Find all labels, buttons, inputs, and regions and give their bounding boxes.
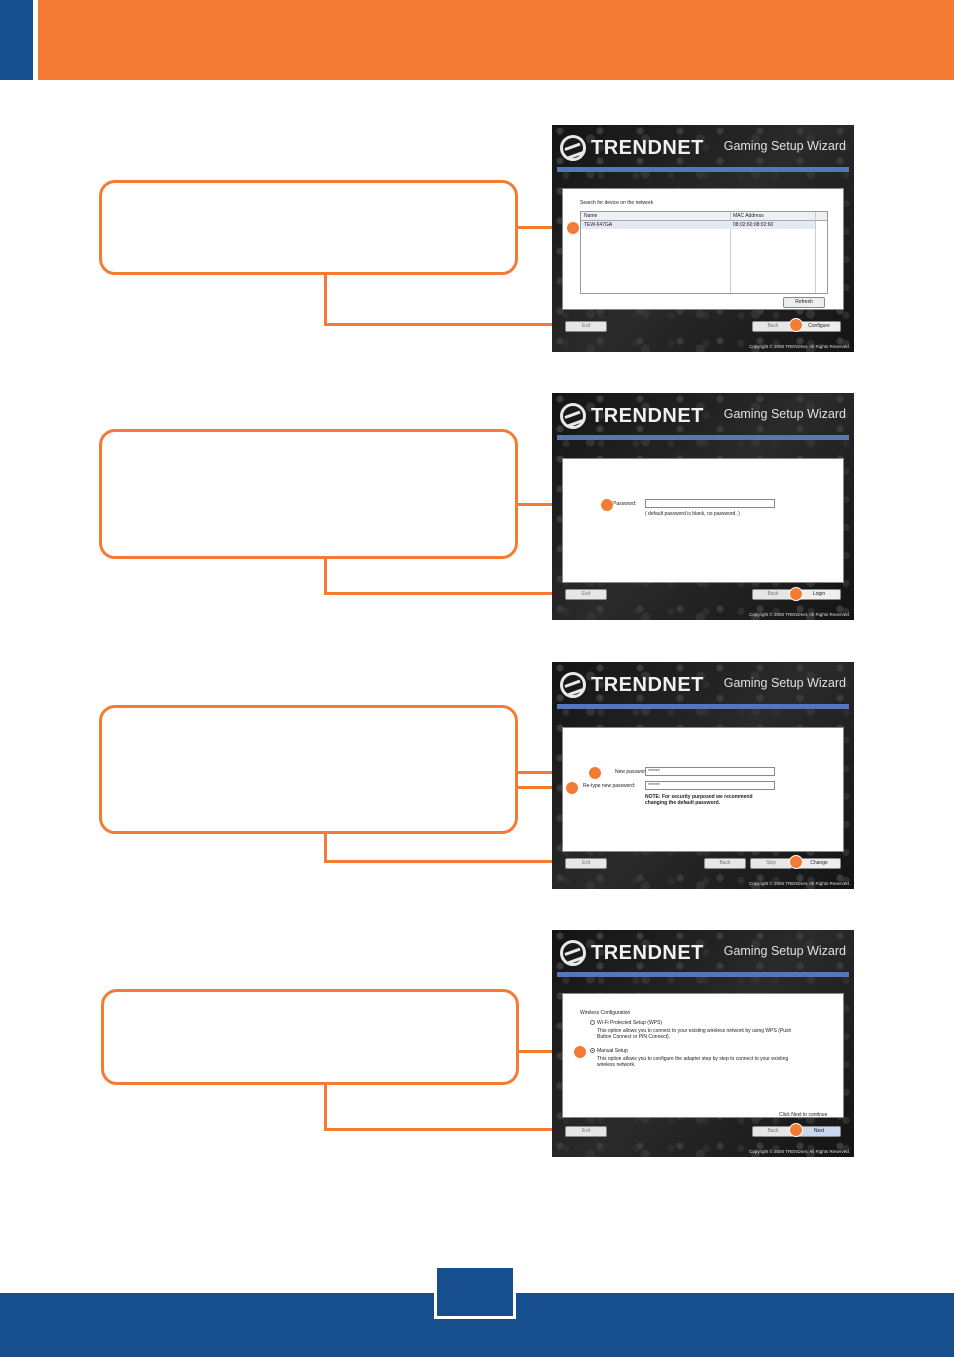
callout-step4 bbox=[101, 989, 519, 1085]
content-panel: Password: ( default password is blank, n… bbox=[562, 458, 844, 583]
wizard-title: Gaming Setup Wizard bbox=[723, 676, 846, 690]
column-divider bbox=[730, 212, 731, 293]
content-panel: New password: ****** Re-type new passwor… bbox=[562, 727, 844, 852]
trendnet-logo: TRENDNET bbox=[560, 133, 704, 163]
search-label: Search for device on the network bbox=[580, 200, 654, 206]
logo-text: TRENDNET bbox=[591, 404, 704, 427]
new-password-label: New password: bbox=[615, 769, 650, 775]
title-divider bbox=[557, 167, 849, 172]
callout-step2 bbox=[99, 429, 518, 559]
exit-button[interactable]: Exit bbox=[565, 858, 607, 869]
next-button[interactable]: Next bbox=[797, 1126, 841, 1137]
device-mac-cell: 08:02:60:08:02:60 bbox=[733, 222, 774, 228]
callout-marker bbox=[789, 1123, 803, 1137]
exit-button[interactable]: Exit bbox=[565, 589, 607, 600]
callout-step3 bbox=[99, 705, 518, 834]
screenshot-login: TRENDNET Gaming Setup Wizard Password: (… bbox=[552, 393, 854, 620]
section-title: Wireless Configuration bbox=[580, 1010, 631, 1016]
trendnet-logo: TRENDNET bbox=[560, 938, 704, 968]
callout-marker bbox=[566, 221, 580, 235]
password-hint: ( default password is blank, no password… bbox=[645, 511, 740, 517]
callout-marker bbox=[588, 766, 602, 780]
callout-marker bbox=[789, 587, 803, 601]
connector-line bbox=[518, 226, 572, 229]
exit-button[interactable]: Exit bbox=[565, 1126, 607, 1137]
login-button[interactable]: Login bbox=[797, 589, 841, 600]
column-divider bbox=[815, 212, 816, 293]
exit-button[interactable]: Exit bbox=[565, 321, 607, 332]
column-mac-header[interactable]: MAC Address bbox=[733, 213, 764, 219]
change-button[interactable]: Change bbox=[797, 858, 841, 869]
logo-text: TRENDNET bbox=[591, 673, 704, 696]
title-divider bbox=[557, 972, 849, 977]
trendnet-logo-icon bbox=[560, 135, 586, 161]
header-banner bbox=[38, 0, 954, 80]
logo-text: TRENDNET bbox=[591, 941, 704, 964]
new-password-field[interactable]: ****** bbox=[645, 767, 775, 776]
connector-line bbox=[324, 275, 327, 326]
trendnet-logo: TRENDNET bbox=[560, 401, 704, 431]
copyright-text: Copyright © 2008 TRENDnet. All Rights Re… bbox=[748, 1149, 850, 1154]
password-label: Password: bbox=[613, 501, 637, 507]
connector-line bbox=[324, 1085, 327, 1130]
trendnet-logo-icon bbox=[560, 403, 586, 429]
wizard-title: Gaming Setup Wizard bbox=[723, 139, 846, 153]
copyright-text: Copyright © 2008 TRENDnet. All Rights Re… bbox=[748, 344, 850, 349]
content-panel: Wireless Configuration Wi-Fi Protected S… bbox=[562, 993, 844, 1118]
security-note: NOTE: For security purposed we recommend bbox=[645, 794, 753, 800]
connector-line bbox=[519, 1050, 579, 1053]
trendnet-logo-icon bbox=[560, 940, 586, 966]
wps-description: Button Connect or PIN Connect). bbox=[597, 1034, 671, 1040]
manual-setup-radio[interactable] bbox=[590, 1048, 595, 1053]
back-button[interactable]: Back bbox=[752, 321, 794, 332]
callout-marker bbox=[789, 318, 803, 332]
security-note: changing the default password. bbox=[645, 800, 721, 806]
back-button[interactable]: Back bbox=[752, 1126, 794, 1137]
screenshot-wireless-config: TRENDNET Gaming Setup Wizard Wireless Co… bbox=[552, 930, 854, 1157]
content-panel: Search for device on the network Name MA… bbox=[562, 188, 844, 310]
page-number-box bbox=[434, 1265, 516, 1319]
device-table[interactable]: Name MAC Address TEW-647GA 08:02:60:08:0… bbox=[580, 211, 828, 294]
retype-password-field[interactable]: ****** bbox=[645, 781, 775, 790]
refresh-button[interactable]: Refresh bbox=[783, 297, 825, 308]
wizard-title: Gaming Setup Wizard bbox=[723, 944, 846, 958]
wps-option-label: Wi-Fi Protected Setup (WPS) bbox=[597, 1020, 663, 1026]
screenshot-change-password: TRENDNET Gaming Setup Wizard New passwor… bbox=[552, 662, 854, 889]
screenshot-device-search: TRENDNET Gaming Setup Wizard Search for … bbox=[552, 125, 854, 352]
wizard-title: Gaming Setup Wizard bbox=[723, 407, 846, 421]
column-name-header[interactable]: Name bbox=[584, 213, 598, 219]
manual-description: This option allows you to configure the … bbox=[597, 1056, 789, 1062]
configure-button[interactable]: Configure bbox=[797, 321, 841, 332]
table-header: Name MAC Address bbox=[581, 212, 827, 221]
trendnet-logo-icon bbox=[560, 672, 586, 698]
continue-hint: Click Next to continue bbox=[779, 1112, 828, 1118]
connector-line bbox=[518, 786, 570, 789]
connector-line bbox=[324, 559, 327, 595]
callout-marker bbox=[573, 1045, 587, 1059]
back-button[interactable]: Back bbox=[704, 858, 746, 869]
trendnet-logo: TRENDNET bbox=[560, 670, 704, 700]
callout-step1 bbox=[99, 180, 518, 275]
connector-line bbox=[324, 834, 327, 862]
header-accent-bar bbox=[0, 0, 33, 80]
skip-button[interactable]: Skip bbox=[750, 858, 792, 869]
copyright-text: Copyright © 2008 TRENDnet. All Rights Re… bbox=[748, 612, 850, 617]
copyright-text: Copyright © 2008 TRENDnet. All Rights Re… bbox=[748, 881, 850, 886]
callout-marker bbox=[600, 498, 614, 512]
retype-password-label: Re-type new password: bbox=[583, 783, 636, 789]
wps-description: This option allows you to connect to you… bbox=[597, 1028, 792, 1034]
manual-description: wireless network. bbox=[597, 1062, 636, 1068]
callout-marker bbox=[789, 855, 803, 869]
callout-marker bbox=[565, 781, 579, 795]
title-divider bbox=[557, 704, 849, 709]
manual-option-label: Manual Setup bbox=[597, 1048, 628, 1054]
title-divider bbox=[557, 435, 849, 440]
table-row[interactable]: TEW-647GA 08:02:60:08:02:60 bbox=[581, 221, 815, 229]
logo-text: TRENDNET bbox=[591, 136, 704, 159]
device-name-cell: TEW-647GA bbox=[584, 222, 613, 228]
back-button[interactable]: Back bbox=[752, 589, 794, 600]
password-field[interactable] bbox=[645, 499, 775, 508]
wps-radio[interactable] bbox=[590, 1020, 595, 1025]
